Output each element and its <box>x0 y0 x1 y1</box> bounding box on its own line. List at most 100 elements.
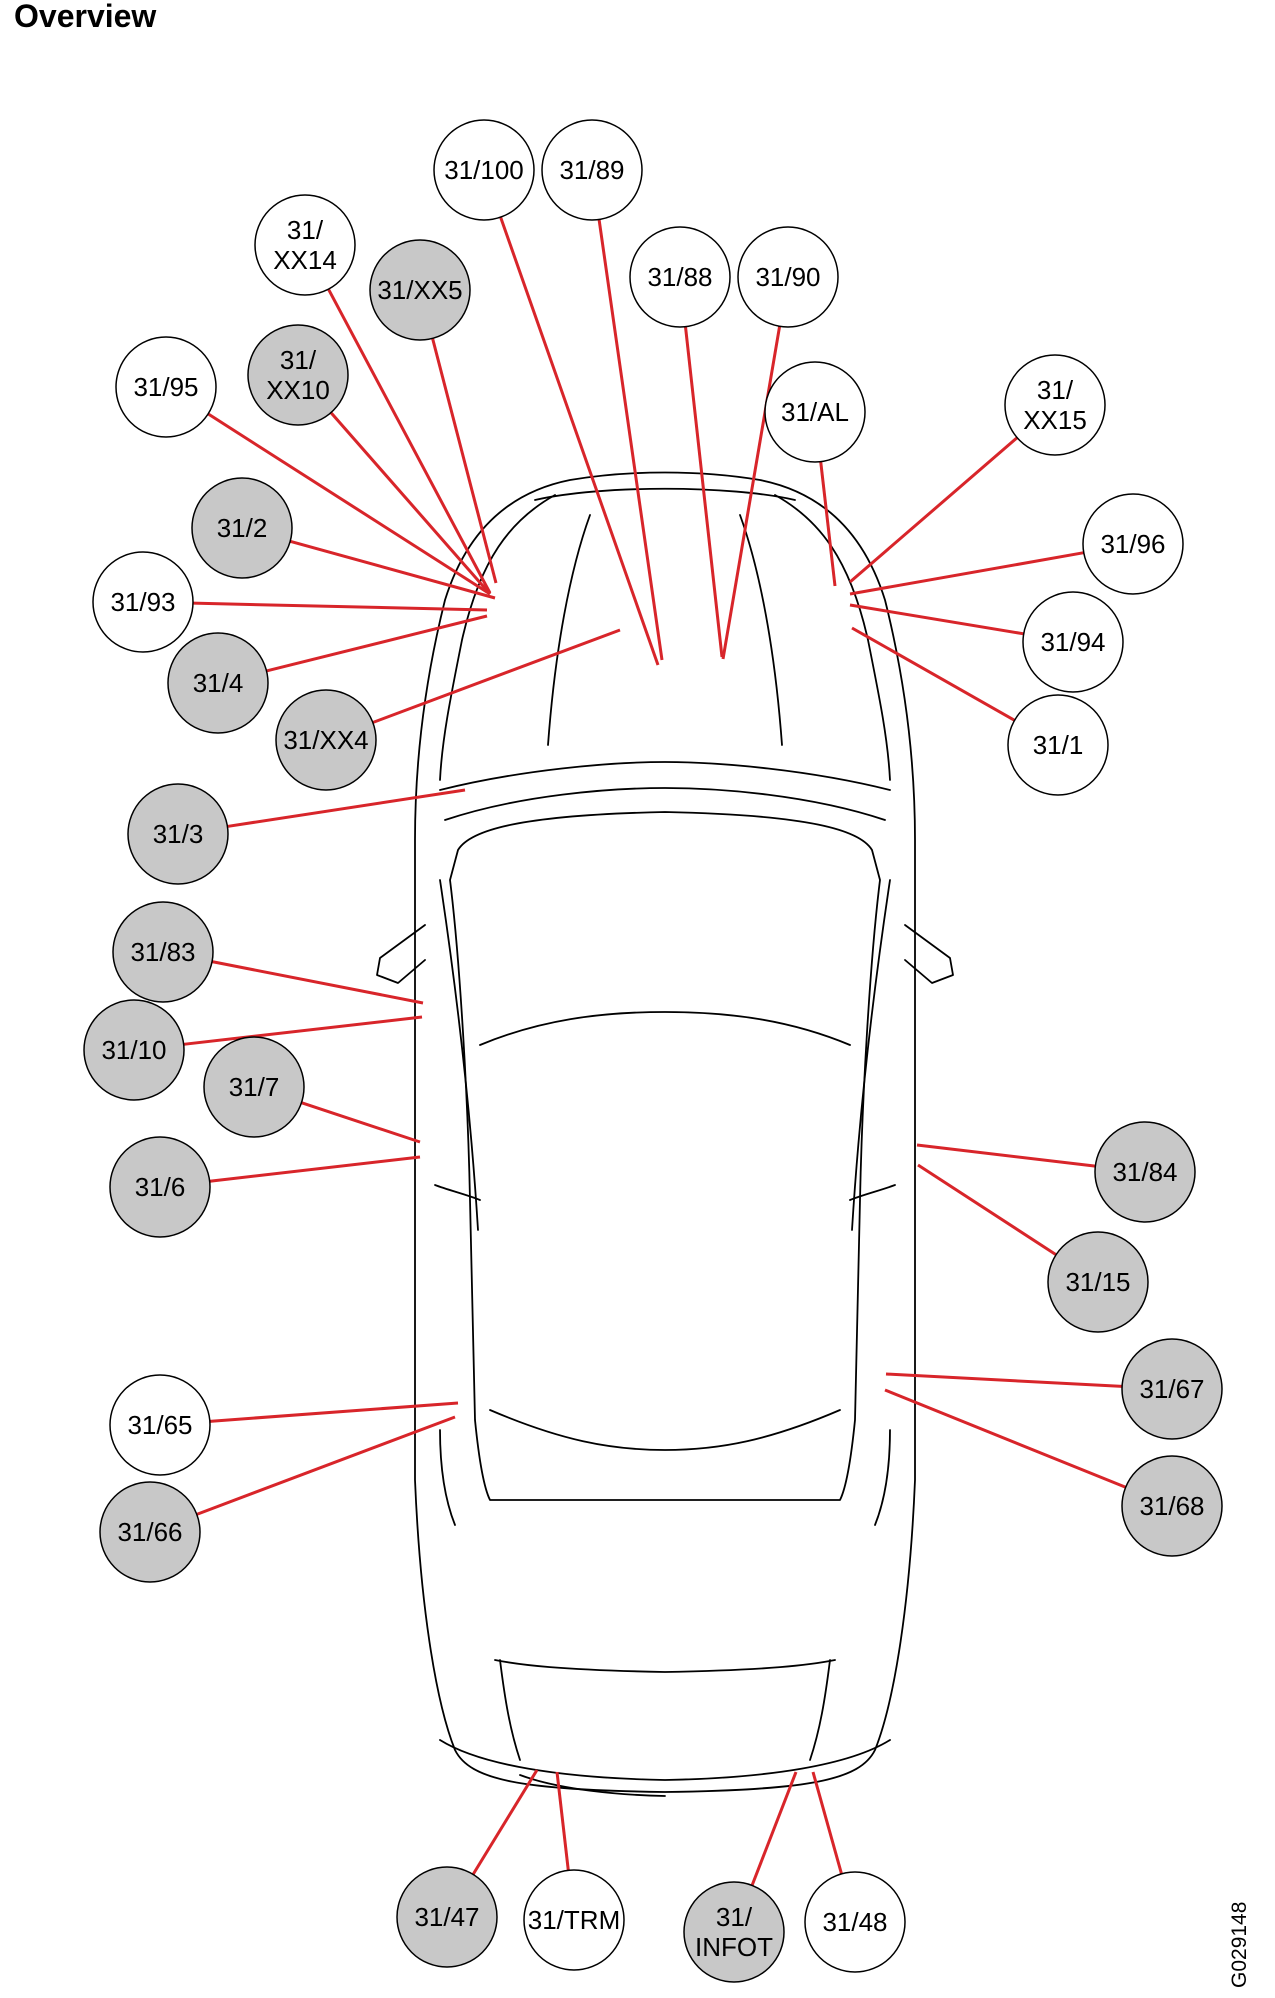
callout-31-95: 31/95 <box>115 336 217 438</box>
callout-label: 31/XX5 <box>377 275 462 305</box>
callout-circle <box>523 1869 625 1971</box>
callout-31-93: 31/93 <box>92 551 194 653</box>
leader-line-31-88 <box>684 326 724 658</box>
callout-31-15: 31/15 <box>1047 1231 1149 1333</box>
callout-circle <box>109 1374 211 1476</box>
callout-label: XX10 <box>266 375 330 405</box>
callout-label: 31/XX4 <box>283 725 368 755</box>
callout-circle <box>1094 1121 1196 1223</box>
callout-31-89: 31/89 <box>541 119 643 221</box>
callout-31-4: 31/4 <box>167 632 269 734</box>
callout-31-68: 31/68 <box>1121 1455 1223 1557</box>
callout-circle <box>112 901 214 1003</box>
callout-label: 31/AL <box>781 397 849 427</box>
callout-label: 31/ <box>280 345 317 375</box>
callout-31-xx15: 31/XX15 <box>1004 354 1106 456</box>
callout-label: XX14 <box>273 245 337 275</box>
callout-label: 31/84 <box>1112 1157 1177 1187</box>
leader-line-31-83 <box>211 960 424 1005</box>
leader-line-31-96 <box>849 551 1085 596</box>
callout-31-96: 31/96 <box>1082 493 1184 595</box>
leader-line-31-67 <box>885 1372 1123 1388</box>
leader-line-31-93 <box>192 601 488 612</box>
callout-31-83: 31/83 <box>112 901 214 1003</box>
callout-circle <box>275 689 377 791</box>
callout-31-10: 31/10 <box>83 999 185 1101</box>
callout-label: 31/88 <box>647 262 712 292</box>
callout-31-100: 31/100 <box>433 119 535 221</box>
callout-circle <box>1004 354 1106 456</box>
callout-label: 31/96 <box>1100 529 1165 559</box>
page-title: Overview <box>14 0 157 34</box>
callout-label: 31/7 <box>229 1072 280 1102</box>
callout-circle <box>1022 591 1124 693</box>
leader-line-31-66 <box>196 1415 456 1516</box>
callout-circle <box>369 239 471 341</box>
callout-31-al: 31/AL <box>764 361 866 463</box>
leader-line-31-3 <box>227 788 466 828</box>
callout-circle <box>396 1866 498 1968</box>
callout-circle <box>254 194 356 296</box>
callout-label: 31/94 <box>1040 627 1105 657</box>
leader-line-31-7 <box>300 1101 421 1144</box>
figure-id: G029148 <box>1228 1901 1251 1988</box>
callout-label: INFOT <box>695 1932 773 1962</box>
callout-circle <box>764 361 866 463</box>
callout-31-67: 31/67 <box>1121 1338 1223 1440</box>
callout-circle <box>737 226 839 328</box>
callout-31-65: 31/65 <box>109 1374 211 1476</box>
leader-line-31-xx5 <box>431 338 498 584</box>
callout-label: 31/4 <box>193 668 244 698</box>
leader-line-31-68 <box>884 1388 1127 1489</box>
leader-line-31-48 <box>811 1771 843 1875</box>
callout-label: 31/90 <box>755 262 820 292</box>
callout-31-47: 31/47 <box>396 1866 498 1968</box>
callout-circle <box>1047 1231 1149 1333</box>
callout-31-trm: 31/TRM <box>523 1869 625 1971</box>
callout-31-xx4: 31/XX4 <box>275 689 377 791</box>
callout-label: 31/65 <box>127 1410 192 1440</box>
callout-31-3: 31/3 <box>127 783 229 885</box>
callout-circle <box>1007 694 1109 796</box>
callout-label: 31/ <box>287 215 324 245</box>
callout-31-48: 31/48 <box>804 1871 906 1973</box>
callout-31-infot: 31/INFOT <box>683 1881 785 1983</box>
callout-label: 31/3 <box>153 819 204 849</box>
callout-circle <box>433 119 535 221</box>
leader-line-31-90 <box>721 326 782 660</box>
callout-31-7: 31/7 <box>203 1036 305 1138</box>
callout-circle <box>541 119 643 221</box>
callout-label: 31/6 <box>135 1172 186 1202</box>
callout-31-1: 31/1 <box>1007 694 1109 796</box>
leader-line-31-84 <box>916 1143 1096 1168</box>
callout-circle <box>1082 493 1184 595</box>
callout-label: 31/47 <box>414 1902 479 1932</box>
leader-line-31-2 <box>289 539 496 600</box>
callout-31-84: 31/84 <box>1094 1121 1196 1223</box>
callout-circle <box>247 324 349 426</box>
callout-31-2: 31/2 <box>191 477 293 579</box>
leader-line-31-89 <box>597 219 664 661</box>
leader-line-31-65 <box>209 1401 459 1423</box>
leader-line-31-xx4 <box>372 628 621 724</box>
leader-line-31-94 <box>849 603 1024 636</box>
callout-circle <box>191 477 293 579</box>
callout-circle <box>83 999 185 1101</box>
leader-line-31-infot <box>750 1771 798 1886</box>
callout-circle <box>629 226 731 328</box>
callout-label: 31/68 <box>1139 1491 1204 1521</box>
callout-circle <box>92 551 194 653</box>
callout-label: 31/2 <box>217 513 268 543</box>
callout-circle <box>203 1036 305 1138</box>
callout-label: 31/93 <box>110 587 175 617</box>
callout-circle <box>1121 1338 1223 1440</box>
leader-line-31-1 <box>851 626 1016 722</box>
callout-label: XX15 <box>1023 405 1087 435</box>
leader-line-31-15 <box>917 1163 1057 1257</box>
leader-line-31-10 <box>183 1015 423 1046</box>
callout-31-xx10: 31/XX10 <box>247 324 349 426</box>
leader-lines <box>183 216 1127 1886</box>
callout-label: 31/66 <box>117 1517 182 1547</box>
